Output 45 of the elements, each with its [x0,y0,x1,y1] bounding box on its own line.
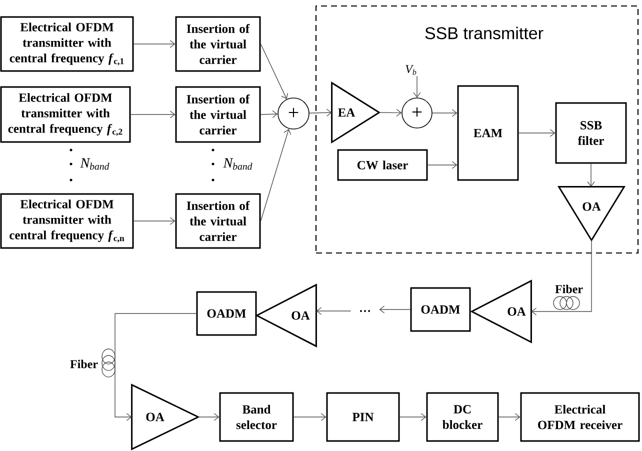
edge-label: Fiber [555,284,583,294]
arrow [498,413,520,421]
arrow [378,108,402,117]
process-box: PIN [326,392,400,442]
arrow [260,110,278,118]
process-box: OADM [410,287,471,332]
process-box: Band selector [219,392,294,442]
count-label: N$_{band}$ [80,158,110,170]
process-box: Electrical OFDM transmitter with central frequency f$_{c,1}$ [0,16,134,72]
process-box: EAM [457,85,519,181]
process-box: Electrical OFDM transmitter with central frequency f$_{c,2}$ [0,86,131,143]
ellipsis: … [360,310,370,312]
arrow [133,217,176,225]
arrow [114,313,197,421]
arrow [413,76,421,98]
arrow [587,163,595,187]
process-box: SSB filter [555,102,627,164]
frame-title: SSB transmitter [425,26,544,40]
arrow [316,307,352,315]
arrow [432,109,458,117]
edge-label: Fiber [70,360,98,368]
process-box: OADM [196,291,257,336]
process-box: Insertion of the virtual carrier [175,193,261,249]
process-box: Insertion of the virtual carrier [175,16,261,72]
arrow [399,413,426,421]
arrow [260,128,292,222]
arrow [198,413,220,421]
arrow [379,306,411,314]
arrow [133,40,176,48]
process-box: DC blocker [426,392,499,442]
arrow [260,44,288,100]
arrow [293,413,326,421]
summing-junction: + [278,98,310,130]
process-box: Insertion of the virtual carrier [175,86,261,143]
arrow [518,129,556,137]
count-label: N$_{band}$ [223,158,252,170]
summing-junction: + [402,98,432,128]
voltage-label: V$_{b}$ [406,65,416,75]
process-box: Electrical OFDM transmitter with central frequency f$_{c,n}$ [0,193,134,249]
arrow [309,108,332,116]
arrow [130,110,176,118]
arrow [531,240,592,316]
arrow [427,161,458,169]
process-box: Electrical OFDM receiver [520,392,640,442]
process-box: CW laser [337,149,428,181]
